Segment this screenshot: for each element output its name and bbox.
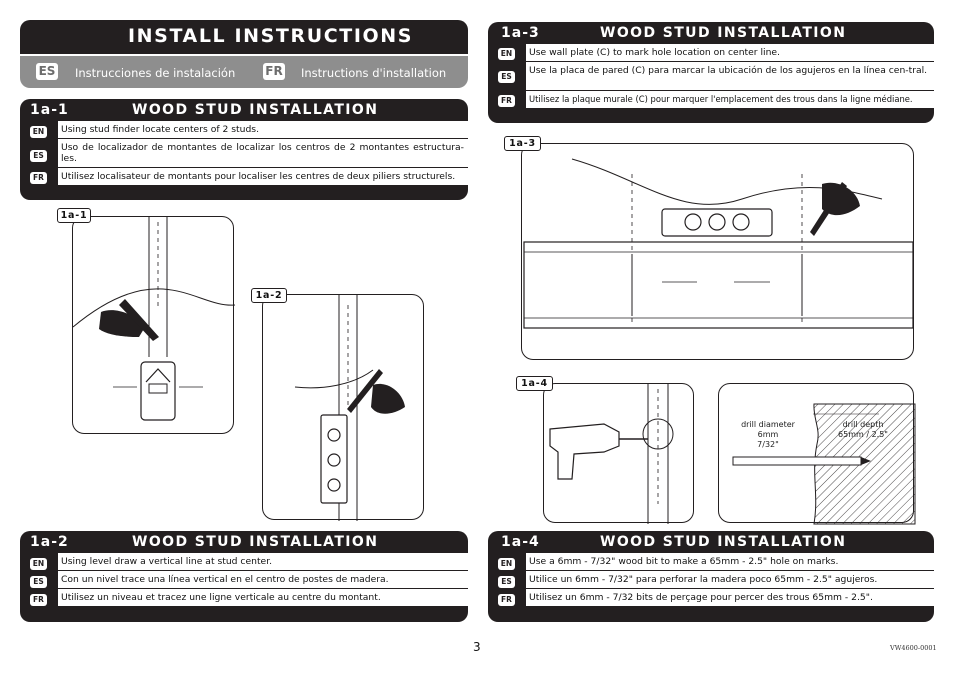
lang-badge-es: ES bbox=[30, 150, 47, 162]
figure-tag: 1a-2 bbox=[251, 288, 287, 303]
title-bar: INSTALL INSTRUCTIONS bbox=[20, 20, 468, 54]
instruction-row-en: Using stud finder locate centers of 2 st… bbox=[58, 121, 468, 139]
figure-1a-4-detail: drill diameter 6mm 7/32" drill depth 65m… bbox=[718, 383, 916, 525]
pencil-icon bbox=[119, 299, 159, 341]
lang-label-es: Instrucciones de instalación bbox=[75, 66, 236, 80]
lang-badge-en: EN bbox=[498, 48, 515, 60]
pencil-icon bbox=[347, 369, 383, 413]
instruction-row-en: Use wall plate (C) to mark hole location… bbox=[526, 44, 934, 62]
language-bar: ES Instrucciones de instalación FR Instr… bbox=[20, 56, 468, 88]
level-icon bbox=[320, 414, 348, 504]
level-illustration bbox=[294, 295, 405, 521]
pencil-icon bbox=[810, 182, 847, 236]
section-title: WOOD STUD INSTALLATION bbox=[132, 534, 379, 550]
lang-badge-fr: FR bbox=[30, 172, 47, 184]
instruction-rows: Using stud finder locate centers of 2 st… bbox=[58, 121, 468, 186]
lang-badge-fr: FR bbox=[30, 594, 47, 606]
instruction-row-fr: Utilisez localisateur de montants pour l… bbox=[58, 168, 468, 186]
page-title: INSTALL INSTRUCTIONS bbox=[128, 25, 414, 47]
section-1a-2: 1a-2 WOOD STUD INSTALLATION EN ES FR Usi… bbox=[20, 531, 468, 622]
lang-badge-fr: FR bbox=[498, 594, 515, 606]
hand-icon bbox=[371, 383, 405, 414]
instruction-row-es: Con un nivel trace una línea vertical en… bbox=[58, 571, 468, 589]
figure-1a-4-drill bbox=[543, 383, 694, 524]
section-number: 1a-2 bbox=[30, 534, 69, 550]
wall-plate-illustration bbox=[523, 158, 914, 329]
figure-tag: 1a-3 bbox=[504, 136, 541, 151]
instruction-row-fr: Utilisez un 6mm - 7/32 bits de perçage p… bbox=[526, 589, 934, 607]
document-id: VW4600-0001 bbox=[890, 644, 937, 652]
section-header: 1a-3 WOOD STUD INSTALLATION bbox=[488, 22, 934, 44]
instruction-rows: Use wall plate (C) to mark hole location… bbox=[526, 44, 934, 109]
figure-tag: 1a-1 bbox=[57, 208, 91, 223]
instruction-row-es: Utilice un 6mm - 7/32" para perforar la … bbox=[526, 571, 934, 589]
section-title: WOOD STUD INSTALLATION bbox=[600, 534, 847, 550]
lang-badge-fr: FR bbox=[263, 63, 285, 80]
instruction-row-es: Use la placa de pared (C) para marcar la… bbox=[526, 62, 934, 91]
section-number: 1a-4 bbox=[501, 534, 540, 550]
section-title: WOOD STUD INSTALLATION bbox=[600, 25, 847, 41]
instruction-rows: Using level draw a vertical line at stud… bbox=[58, 553, 468, 607]
lang-label-fr: Instructions d'installation bbox=[301, 66, 447, 80]
section-header: 1a-1 WOOD STUD INSTALLATION bbox=[20, 99, 468, 121]
section-header: 1a-2 WOOD STUD INSTALLATION bbox=[20, 531, 468, 553]
lang-badge-es: ES bbox=[36, 63, 58, 80]
lang-badge-es: ES bbox=[498, 71, 515, 83]
lang-badge-en: EN bbox=[498, 558, 515, 570]
stud-finder-illustration bbox=[72, 217, 236, 421]
drill-diameter-in: 7/32" bbox=[757, 440, 779, 449]
figure-1a-1 bbox=[72, 216, 236, 434]
section-header: 1a-4 WOOD STUD INSTALLATION bbox=[488, 531, 934, 553]
figure-tag: 1a-4 bbox=[516, 376, 553, 391]
drill-depth-value: 65mm / 2.5" bbox=[838, 430, 888, 439]
section-title: WOOD STUD INSTALLATION bbox=[132, 102, 379, 118]
instruction-rows: Use a 6mm - 7/32" wood bit to make a 65m… bbox=[526, 553, 934, 607]
drill-diameter-mm: 6mm bbox=[757, 430, 779, 439]
lang-badge-es: ES bbox=[498, 576, 515, 588]
wall-plate-icon bbox=[523, 241, 914, 329]
lang-badge-en: EN bbox=[30, 558, 47, 570]
lang-badge-fr: FR bbox=[498, 95, 515, 107]
section-1a-4: 1a-4 WOOD STUD INSTALLATION EN ES FR Use… bbox=[488, 531, 934, 622]
drill-diameter-label: drill diameter bbox=[741, 420, 795, 429]
lang-badge-en: EN bbox=[30, 126, 47, 138]
level-icon bbox=[661, 208, 773, 237]
instruction-row-fr: Utilisez la plaque murale (C) pour marqu… bbox=[526, 91, 934, 109]
drill-depth-label: drill depth bbox=[842, 420, 884, 429]
page-number: 3 bbox=[473, 640, 481, 654]
section-1a-1: 1a-1 WOOD STUD INSTALLATION EN ES FR Usi… bbox=[20, 99, 468, 200]
drill-illustration bbox=[549, 384, 674, 524]
instruction-row-en: Using level draw a vertical line at stud… bbox=[58, 553, 468, 571]
section-1a-3: 1a-3 WOOD STUD INSTALLATION EN ES FR Use… bbox=[488, 22, 934, 123]
section-number: 1a-3 bbox=[501, 25, 540, 41]
stud-finder-icon bbox=[140, 361, 176, 421]
instruction-row-en: Use a 6mm - 7/32" wood bit to make a 65m… bbox=[526, 553, 934, 571]
figure-1a-3 bbox=[521, 143, 914, 360]
figure-1a-2 bbox=[262, 294, 424, 521]
instruction-row-fr: Utilisez un niveau et tracez une ligne v… bbox=[58, 589, 468, 607]
lang-badge-es: ES bbox=[30, 576, 47, 588]
drill-icon bbox=[549, 423, 620, 480]
instruction-row-es: Uso de localizador de montantes de local… bbox=[58, 139, 468, 168]
drill-depth-illustration bbox=[732, 403, 916, 525]
section-number: 1a-1 bbox=[30, 102, 69, 118]
